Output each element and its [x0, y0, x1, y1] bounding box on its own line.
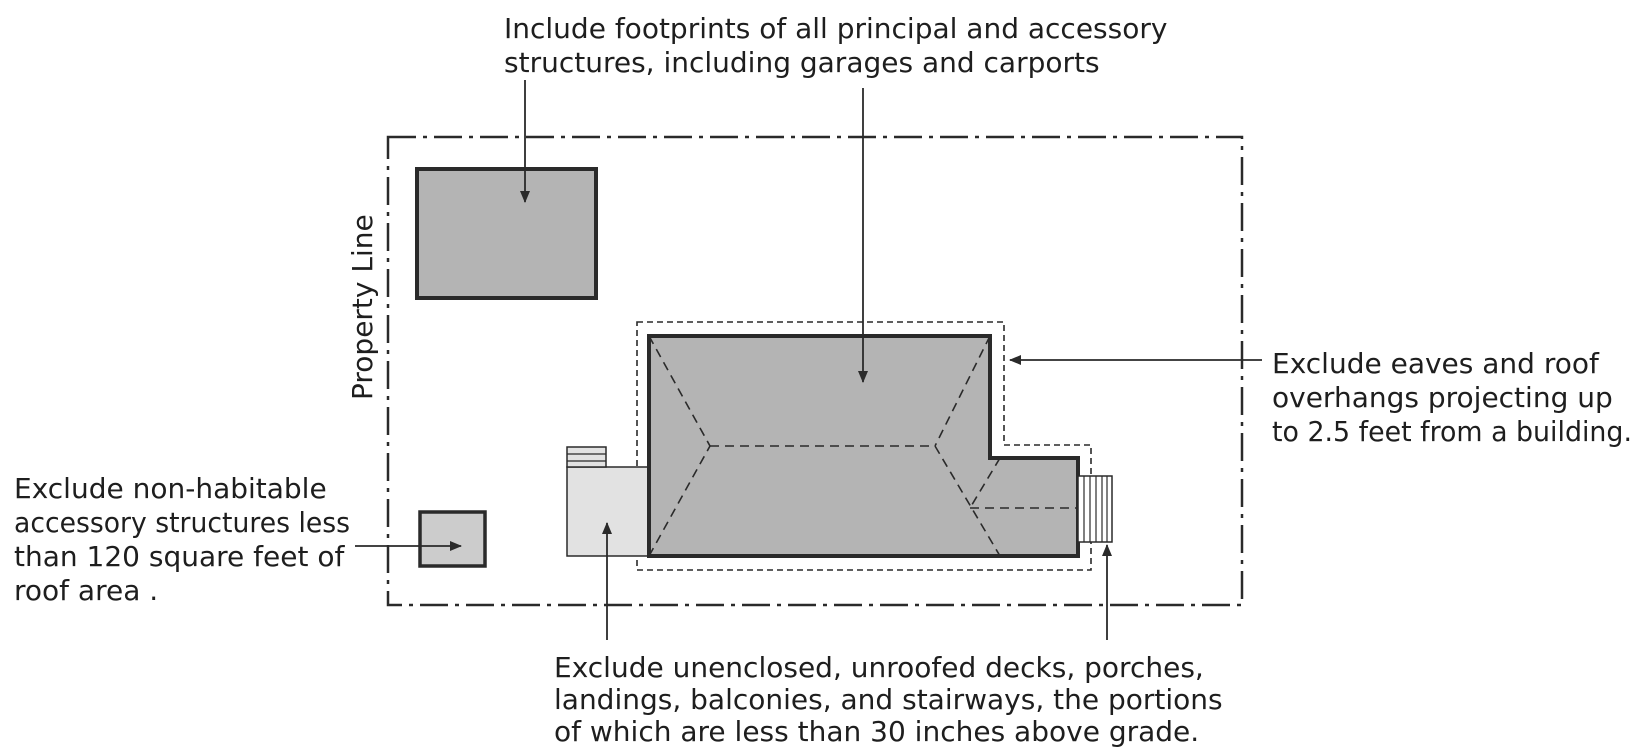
- annotation-exclude-small-structures: Exclude non-habitable accessory structur…: [14, 472, 359, 607]
- annotation-exclude-eaves: Exclude eaves and roof overhangs project…: [1272, 347, 1632, 448]
- small-accessory-structure: [418, 510, 487, 568]
- accessory-structure: [415, 167, 598, 300]
- roof-overhang-outline: [636, 321, 1092, 571]
- annotation-exclude-decks: Exclude unenclosed, unroofed decks, porc…: [554, 651, 1232, 748]
- property-line-boundary: [386, 135, 1244, 607]
- property-line-label: Property Line: [346, 214, 379, 400]
- roof-ridge-lines: [648, 335, 1078, 557]
- side-stair-treads: [1083, 476, 1108, 542]
- deck: [566, 466, 650, 557]
- deck-steps: [566, 446, 607, 468]
- annotation-include-footprints: Include footprints of all principal and …: [504, 12, 1176, 79]
